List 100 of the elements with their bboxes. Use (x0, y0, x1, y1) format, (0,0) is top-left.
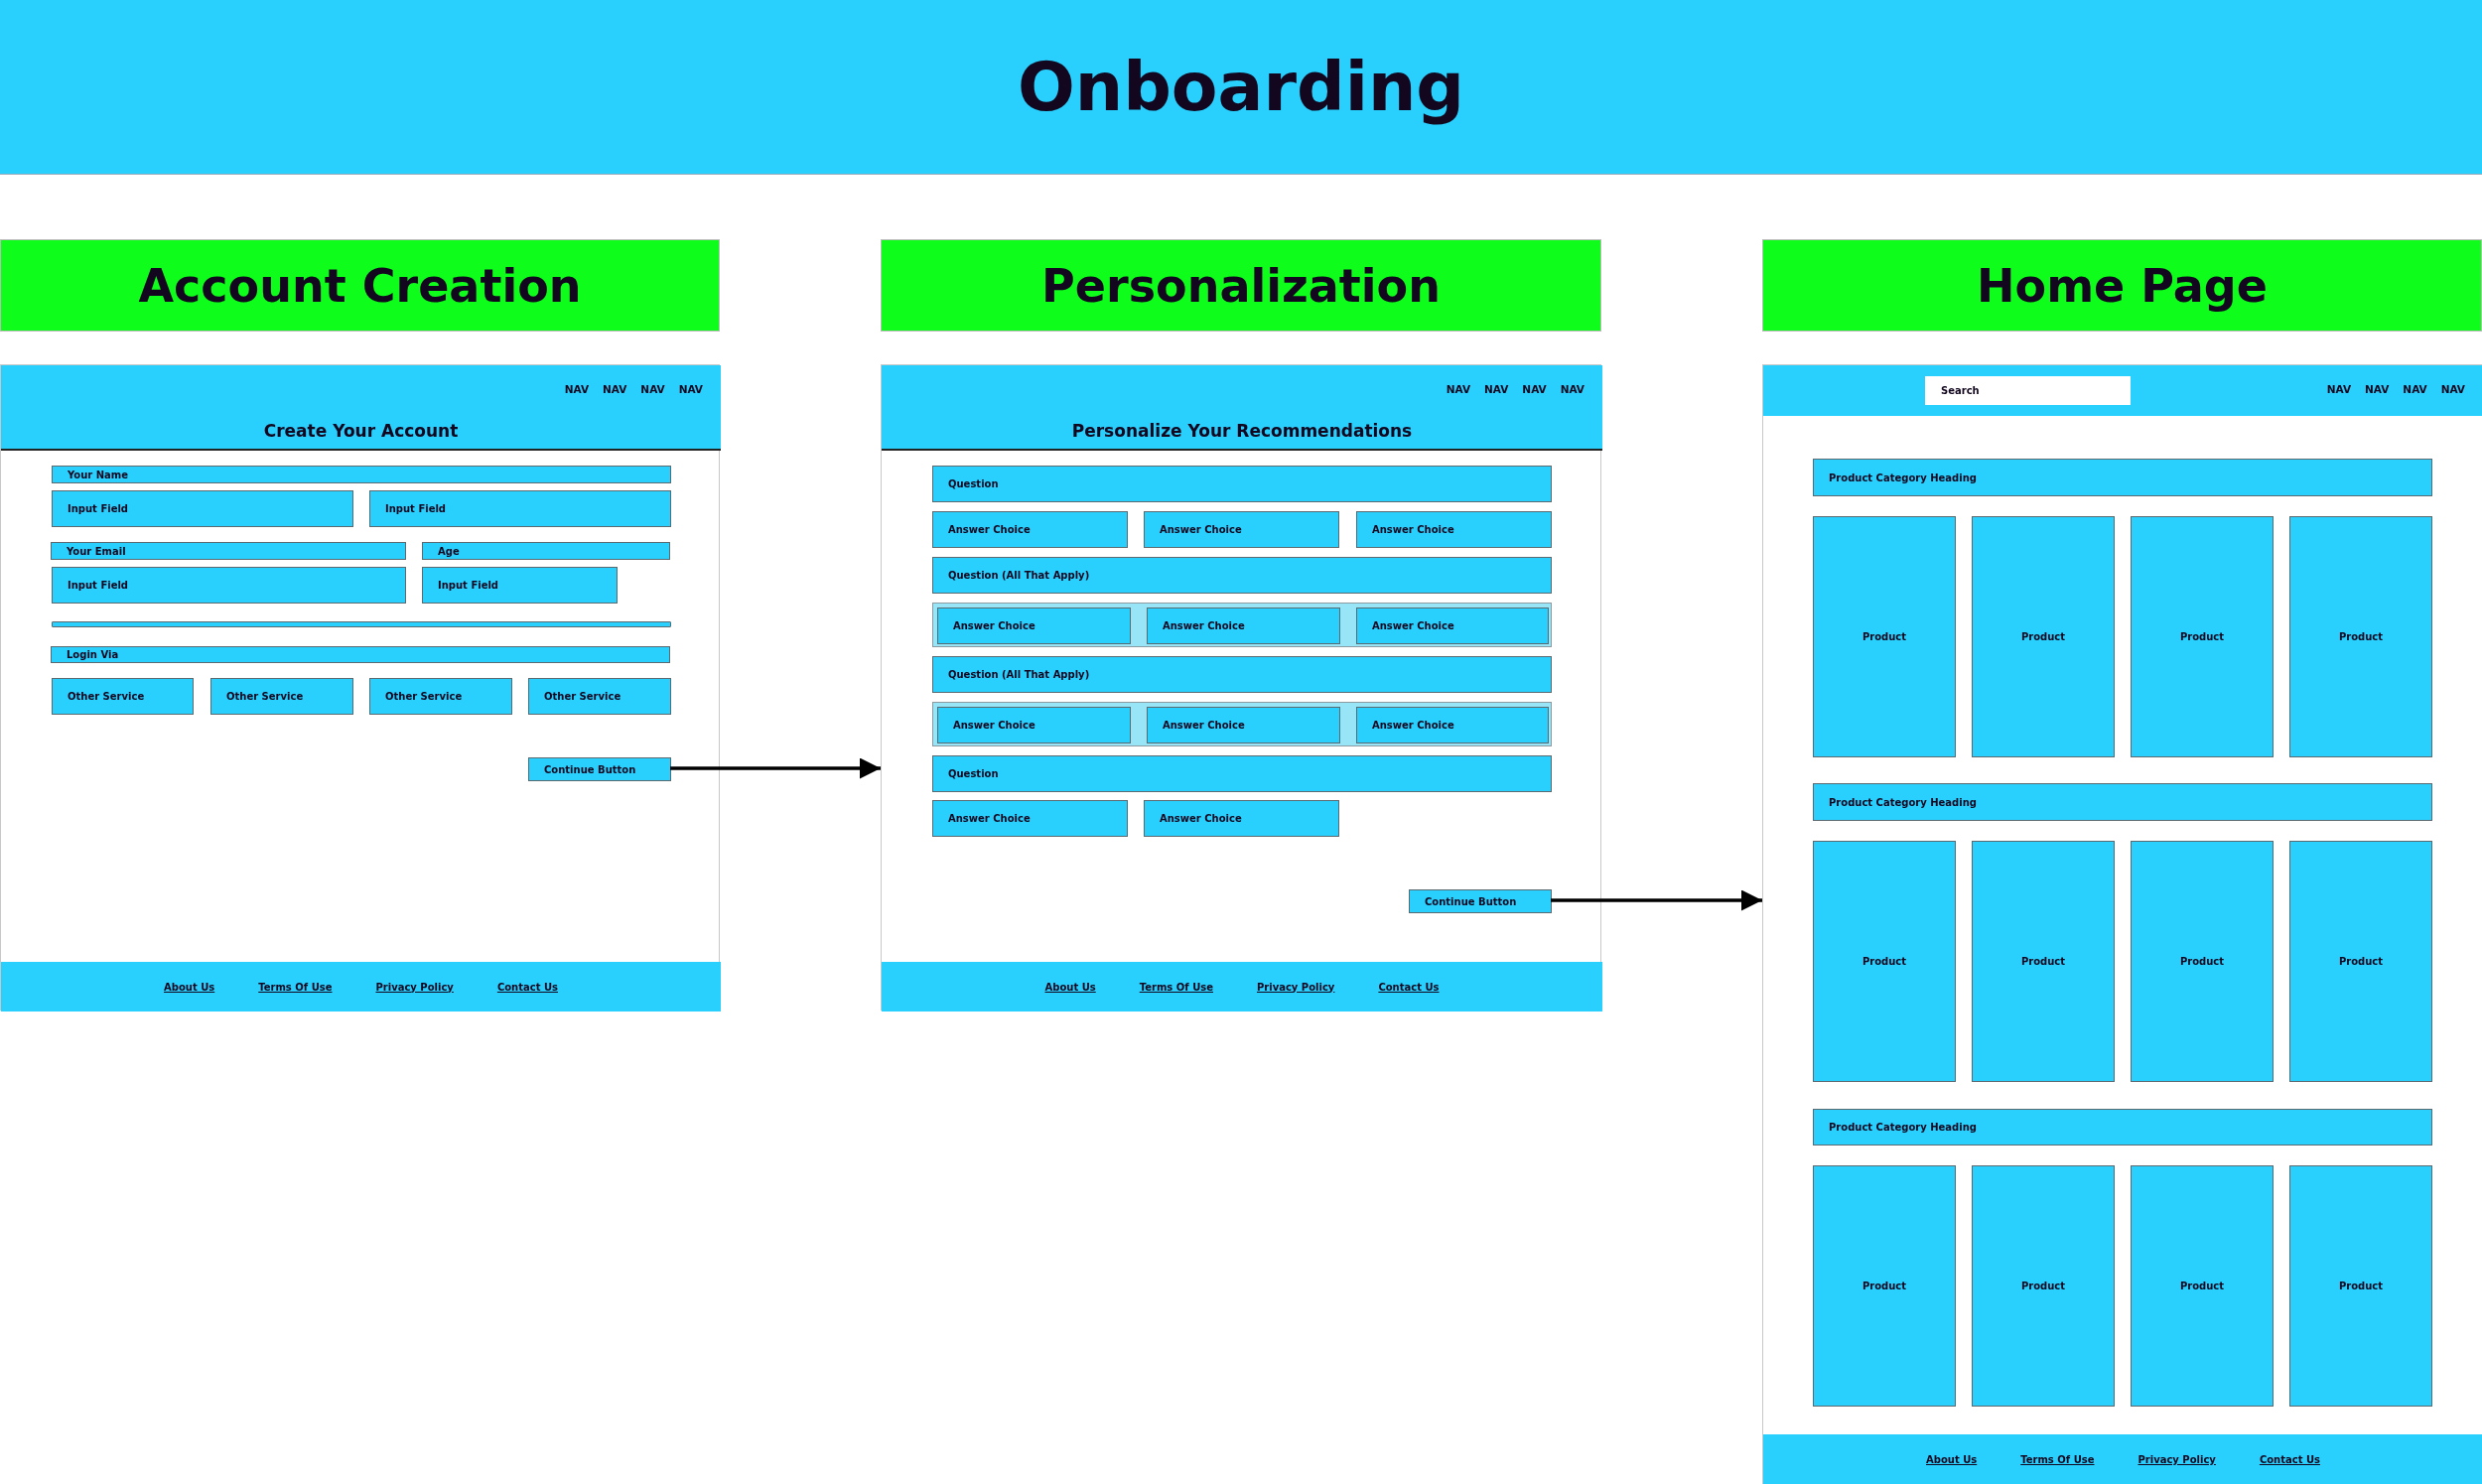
product-label: Product (2020, 1281, 2066, 1291)
product-label: Product (1862, 1281, 1907, 1291)
wireframe-block (1147, 707, 1340, 743)
block-label: Answer Choice (948, 524, 1031, 535)
product-label: Product (2338, 631, 2384, 642)
wireframe-block (1356, 511, 1552, 548)
block-label: Input Field (438, 580, 498, 591)
arrow (670, 757, 881, 779)
answer-group-panel (932, 702, 1552, 746)
page-frame (0, 364, 720, 1011)
wireframe-block (422, 542, 670, 560)
product-label: Product (2179, 631, 2225, 642)
footer-link: Contact Us (496, 981, 558, 993)
product-label: Product (2338, 956, 2384, 967)
nav-link: NAV (2365, 383, 2390, 395)
block-label: Answer Choice (1163, 620, 1245, 631)
product-label: Product (2338, 1281, 2384, 1291)
product-label: Product (2020, 956, 2066, 967)
block-label: Continue Button (1425, 895, 1517, 907)
footer-link: Terms Of Use (2020, 1454, 2095, 1465)
block-label: Question (All That Apply) (948, 669, 1090, 680)
footer-bar (1, 962, 721, 1012)
block-label: Input Field (68, 503, 128, 514)
wireframe-block (1356, 707, 1549, 743)
wireframe-block (937, 607, 1131, 644)
product-label: Product (1862, 631, 1907, 642)
footer-bar (1763, 1434, 2482, 1484)
block-label: Input Field (385, 503, 446, 514)
search-placeholder: Search (1941, 385, 1980, 396)
block-label: Your Email (67, 545, 126, 557)
block-label: Answer Choice (948, 813, 1031, 824)
footer-link: Privacy Policy (2137, 1454, 2216, 1465)
section-title: Home Page (1977, 258, 2268, 313)
product-card (2131, 841, 2274, 1082)
product-card (2289, 841, 2432, 1082)
page-heading: Create Your Account (263, 421, 459, 441)
block-label: Age (438, 545, 460, 557)
wireframe-block (52, 678, 194, 715)
nav-link: NAV (603, 383, 627, 395)
wireframe-block (937, 707, 1131, 743)
wireframe-block (51, 646, 670, 663)
block-label: Product Category Heading (1829, 796, 1977, 808)
wireframe-block (1409, 889, 1552, 913)
wireframe-block (52, 466, 671, 483)
wireframe-block (1813, 783, 2432, 821)
product-card (1813, 516, 1956, 757)
nav-link: NAV (2326, 383, 2351, 395)
nav-link: NAV (564, 383, 589, 395)
nav-link: NAV (1446, 383, 1470, 395)
wireframe-block (1144, 511, 1339, 548)
nav-link: NAV (1484, 383, 1509, 395)
wireframe-block (932, 755, 1552, 792)
header-bar (1, 365, 721, 451)
wireframe-block (932, 557, 1552, 594)
header-bar (1763, 365, 2482, 416)
wireframe-block (369, 678, 512, 715)
block-label: Other Service (226, 691, 304, 702)
section-banner (1762, 239, 2482, 332)
product-label: Product (2179, 1281, 2225, 1291)
block-label: Answer Choice (1372, 524, 1454, 535)
footer-link: Contact Us (2259, 1454, 2320, 1465)
page-frame (1762, 364, 2482, 1484)
footer-link: About Us (1926, 1454, 1978, 1465)
block-label: Login Via (67, 649, 119, 660)
wireframe-block (528, 678, 671, 715)
block-label: Question (948, 478, 999, 489)
footer-link: Terms Of Use (1139, 981, 1213, 993)
section-banner (881, 239, 1601, 332)
wireframe-block (528, 757, 671, 781)
wireframe-block (1813, 1109, 2432, 1146)
block-label: Product Category Heading (1829, 1122, 1977, 1133)
wireframe-block (932, 466, 1552, 502)
divider-bar (52, 621, 671, 627)
header-bar (882, 365, 1602, 451)
product-card (1972, 516, 2115, 757)
arrow (1551, 889, 1762, 911)
block-label: Answer Choice (1163, 720, 1245, 731)
nav-link: NAV (2403, 383, 2427, 395)
block-label: Other Service (68, 691, 145, 702)
wireframe-block (52, 490, 353, 527)
footer-link: Terms Of Use (258, 981, 333, 993)
product-card (1813, 841, 1956, 1082)
wireframe-block (1144, 800, 1339, 837)
diagram-title: Onboarding (1017, 48, 1465, 126)
footer-link: Privacy Policy (375, 981, 454, 993)
nav-link: NAV (678, 383, 703, 395)
block-label: Answer Choice (1160, 813, 1242, 824)
nav-link: NAV (2440, 383, 2465, 395)
wireframe-block (1813, 459, 2432, 496)
wireframe-block (51, 542, 406, 560)
nav-link: NAV (640, 383, 665, 395)
nav-link: NAV (1522, 383, 1547, 395)
product-card (1972, 1165, 2115, 1407)
block-label: Answer Choice (1160, 524, 1242, 535)
section-title: Personalization (1041, 258, 1441, 313)
footer-link: Privacy Policy (1257, 981, 1335, 993)
footer-link: Contact Us (1378, 981, 1440, 993)
section-banner (0, 239, 720, 332)
block-label: Continue Button (544, 763, 636, 775)
block-label: Answer Choice (1372, 620, 1454, 631)
